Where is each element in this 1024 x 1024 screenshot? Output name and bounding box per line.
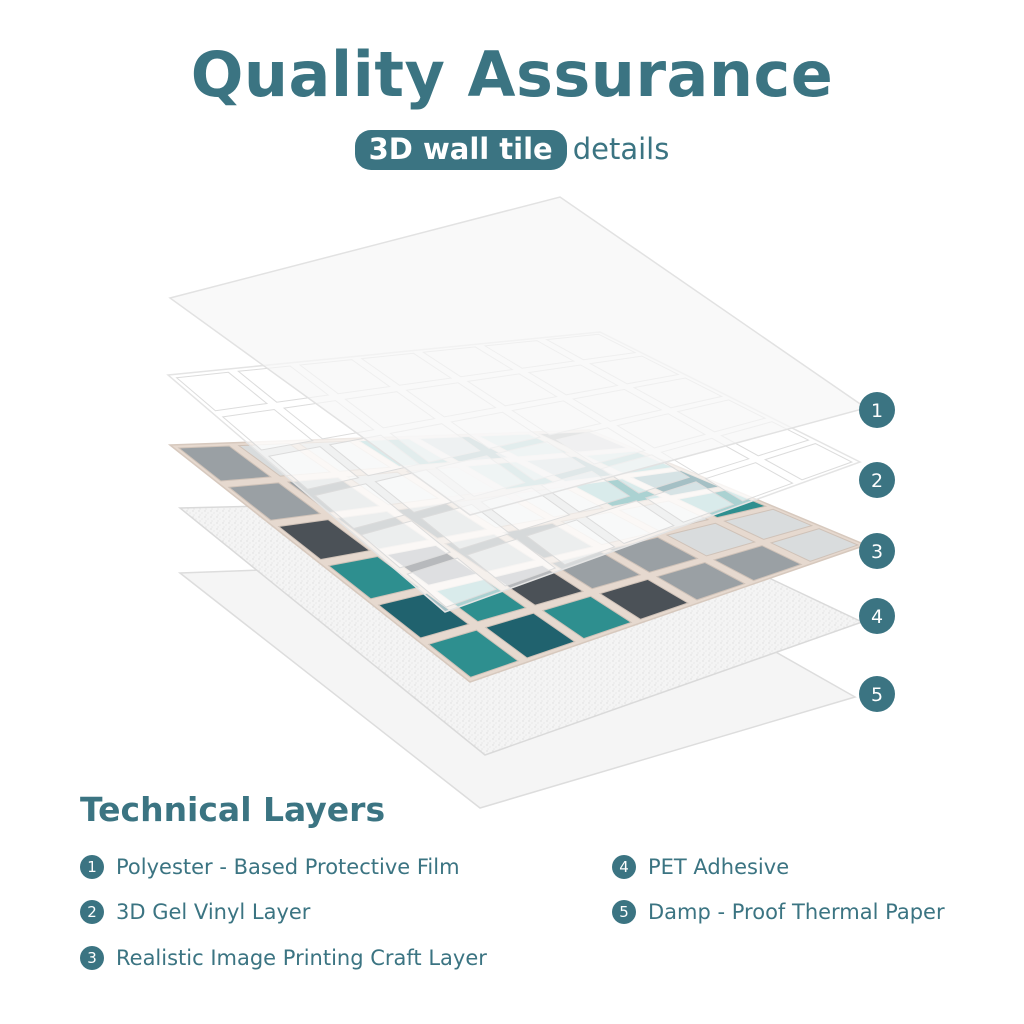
callout-badge-4 bbox=[859, 598, 895, 634]
callout-badge-1 bbox=[859, 392, 895, 428]
layer-item-3-label: Realistic Image Printing Craft Layer bbox=[116, 946, 487, 970]
layer-item-4-number: 4 bbox=[612, 855, 636, 879]
callout-label-2: 2 bbox=[871, 470, 883, 492]
layer-item-1-label: Polyester - Based Protective Film bbox=[116, 855, 460, 879]
tile bbox=[598, 578, 690, 620]
layer-item-2: 2 3D Gel Vinyl Layer bbox=[80, 900, 310, 924]
tile bbox=[360, 520, 452, 569]
tile bbox=[541, 595, 633, 640]
tile bbox=[644, 481, 735, 523]
tile bbox=[267, 446, 360, 490]
tile bbox=[377, 592, 470, 639]
subtitle-rest: details bbox=[572, 132, 670, 166]
layer-item-1-number: 1 bbox=[80, 855, 104, 879]
layer-item-5-label: Damp - Proof Thermal Paper bbox=[648, 900, 945, 924]
layer-item-5-number: 5 bbox=[612, 900, 636, 924]
layer-item-3-number: 3 bbox=[80, 946, 104, 970]
callout-badge-5 bbox=[859, 676, 895, 712]
callout-label-3: 3 bbox=[871, 541, 883, 563]
tile bbox=[427, 629, 520, 678]
tile bbox=[704, 462, 794, 502]
section-title: Technical Layers bbox=[80, 790, 386, 829]
callout-label-1: 1 bbox=[871, 400, 883, 422]
tile bbox=[175, 371, 269, 412]
tile bbox=[484, 612, 576, 659]
tile bbox=[712, 545, 803, 582]
layer-item-2-label: 3D Gel Vinyl Layer bbox=[116, 900, 311, 924]
callout-2: 2 bbox=[859, 462, 895, 498]
callout-1: 1 bbox=[859, 392, 895, 428]
tile bbox=[277, 519, 371, 561]
page-title: Quality Assurance bbox=[190, 38, 834, 111]
tile bbox=[769, 528, 860, 562]
tile bbox=[465, 538, 557, 587]
layer-item-4-label: PET Adhesive bbox=[648, 855, 790, 879]
callout-label-5: 5 bbox=[871, 684, 883, 706]
tile bbox=[655, 561, 746, 601]
tile bbox=[406, 557, 497, 608]
tile bbox=[221, 408, 314, 451]
layer-item-4: 4 PET Adhesive bbox=[612, 855, 789, 879]
tile bbox=[723, 508, 814, 540]
tile bbox=[665, 522, 757, 557]
callout-5: 5 bbox=[859, 676, 895, 712]
callout-badge-2 bbox=[859, 462, 895, 498]
tile bbox=[177, 445, 273, 482]
callout-4: 4 bbox=[859, 598, 895, 634]
callout-3: 3 bbox=[859, 533, 895, 569]
tile bbox=[763, 443, 854, 481]
layer-item-3: 3 Realistic Image Printing Craft Layer bbox=[80, 946, 487, 970]
tile bbox=[420, 503, 511, 550]
layer-item-5: 5 Damp - Proof Thermal Paper bbox=[612, 900, 945, 924]
tile bbox=[585, 500, 675, 545]
tile bbox=[313, 483, 406, 530]
callout-badge-3 bbox=[859, 533, 895, 569]
layer-item-2-number: 2 bbox=[80, 900, 104, 924]
callout-label-4: 4 bbox=[871, 606, 883, 628]
tile bbox=[227, 482, 322, 521]
tile bbox=[525, 519, 616, 566]
layer-item-1: 1 Polyester - Based Protective Film bbox=[80, 855, 460, 879]
subtitle-highlight: 3D wall tile bbox=[354, 130, 567, 170]
